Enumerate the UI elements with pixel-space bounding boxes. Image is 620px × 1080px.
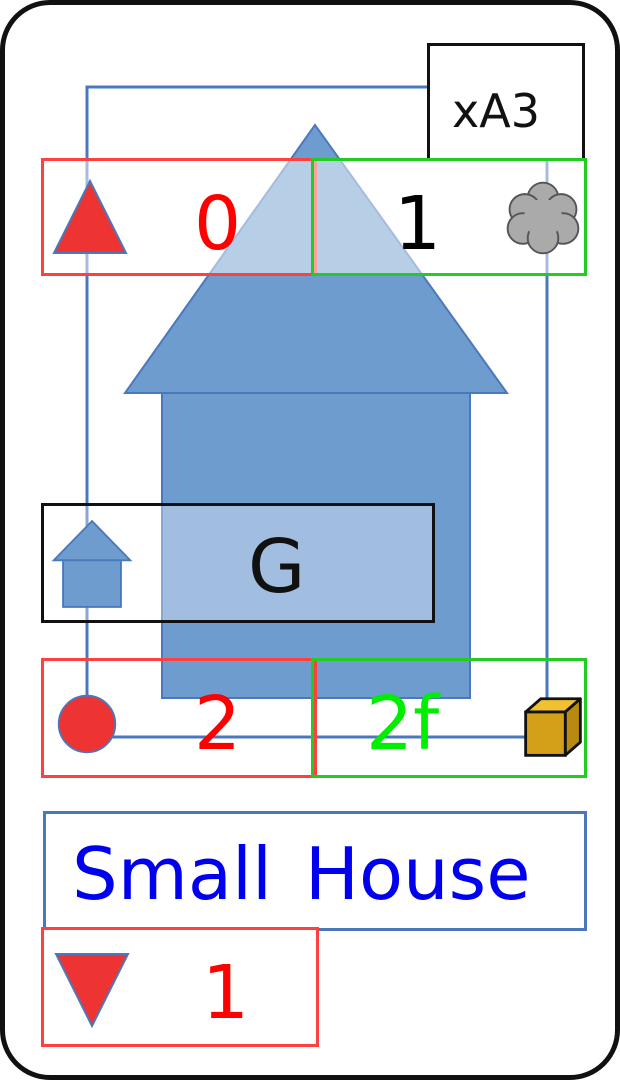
type-box: G	[41, 503, 435, 623]
red-down-triangle-icon	[54, 953, 130, 1029]
grey-cloud-icon	[506, 181, 580, 255]
card-name-box: Small House	[43, 811, 587, 931]
stat-top-left: 0	[41, 158, 317, 276]
stat-bottom-right-value: 2f	[366, 681, 440, 767]
card-code-box: xA3	[427, 43, 585, 161]
type-letter: G	[248, 524, 306, 610]
stat-below-name-value: 1	[202, 950, 250, 1036]
gold-cube-icon	[524, 697, 582, 757]
stat-bottom-right: 2f	[311, 658, 587, 778]
stat-below-name: 1	[41, 927, 319, 1047]
house-artwork	[85, 85, 549, 739]
card-name: Small House	[72, 832, 531, 916]
stat-bottom-left-value: 2	[194, 681, 242, 767]
stat-top-right: 1	[311, 158, 587, 276]
stat-top-right-value: 1	[394, 181, 442, 267]
card-code: xA3	[452, 84, 540, 138]
red-up-triangle-icon	[52, 178, 128, 254]
red-circle-icon	[57, 694, 117, 754]
stat-top-left-value: 0	[194, 181, 242, 267]
art-frame	[85, 85, 549, 739]
small-house-icon	[51, 519, 133, 608]
stat-bottom-left: 2	[41, 658, 317, 778]
house-body	[161, 392, 471, 699]
